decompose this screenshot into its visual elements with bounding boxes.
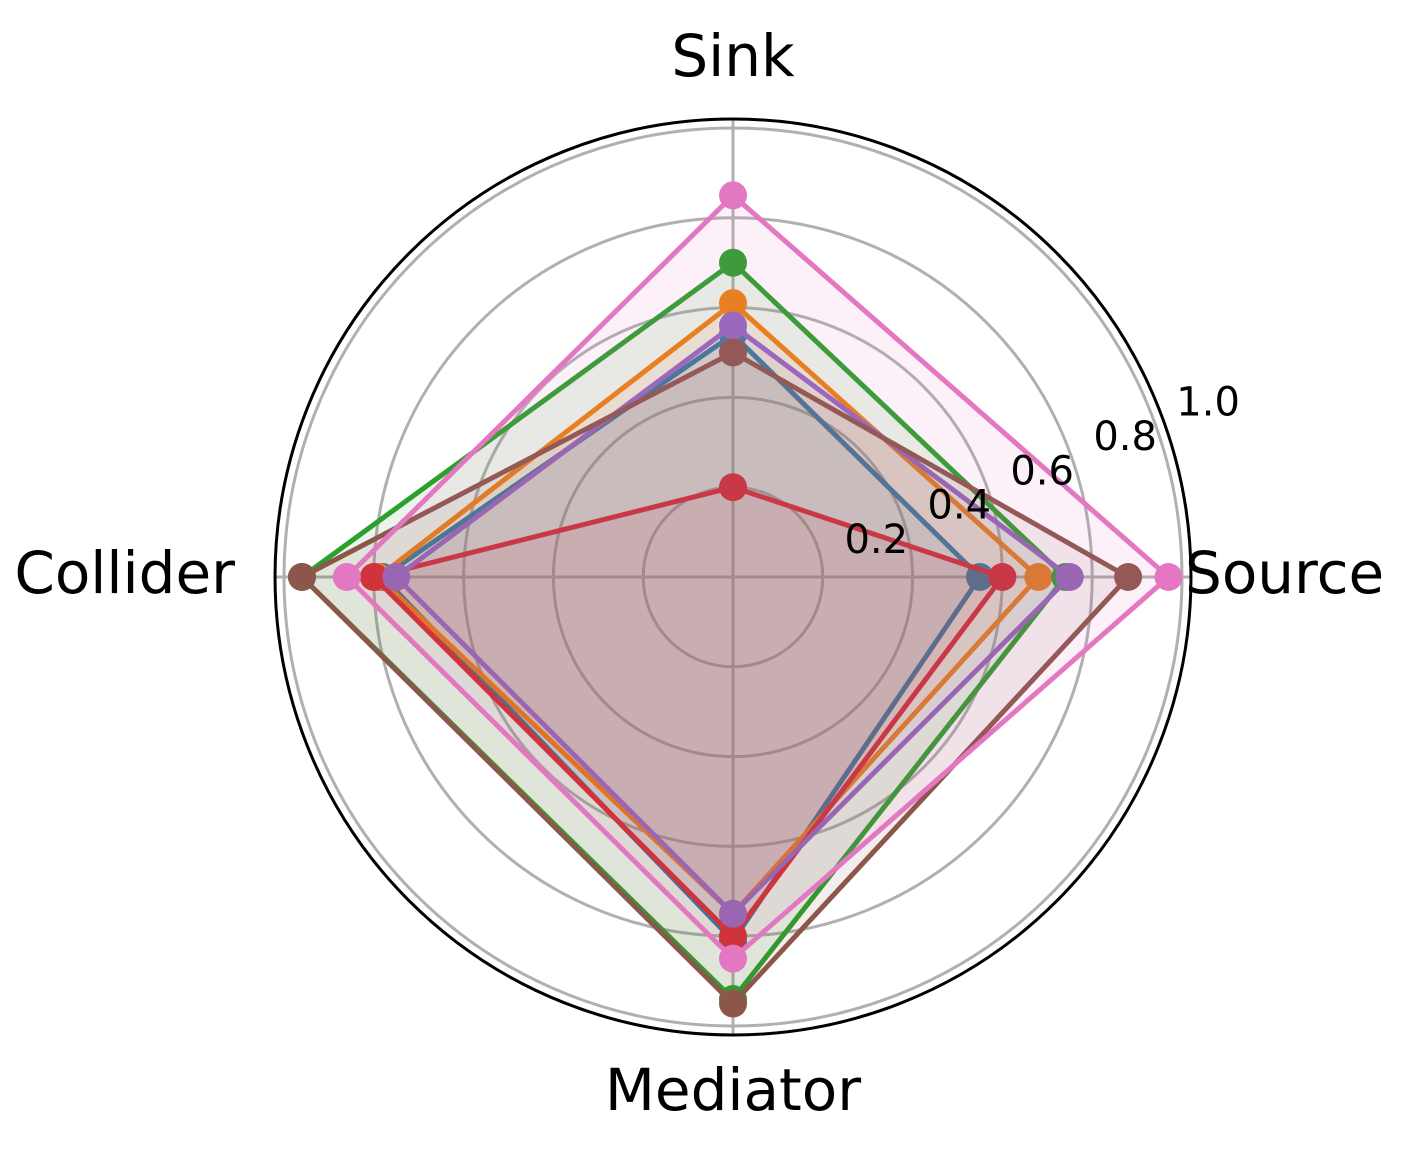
data-point — [719, 289, 747, 318]
data-point — [719, 473, 747, 502]
data-point — [287, 563, 316, 591]
data-point — [1024, 563, 1053, 591]
axis-label-sink: Sink — [671, 22, 795, 90]
data-point — [719, 181, 747, 210]
radial-tick-label: 0.4 — [927, 483, 991, 529]
data-point — [332, 563, 361, 591]
series-5 — [382, 311, 1084, 928]
series-fill — [378, 303, 1039, 914]
data-point — [719, 311, 747, 340]
data-point — [1154, 563, 1183, 591]
data-point — [719, 338, 747, 367]
series-4 — [359, 473, 1017, 951]
series-fill — [373, 487, 1003, 937]
data-point — [719, 899, 747, 928]
axis-label-mediator: Mediator — [605, 1056, 861, 1124]
series-fill — [301, 352, 1129, 1004]
data-point — [1114, 563, 1143, 591]
axis-label-collider: Collider — [14, 539, 235, 607]
series-fill — [382, 334, 980, 941]
data-point — [719, 989, 747, 1018]
radial-tick-label: 1.0 — [1176, 380, 1240, 426]
data-point — [988, 563, 1017, 591]
data-point — [719, 944, 747, 973]
series-fill — [301, 262, 1066, 1000]
series-fill — [396, 325, 1070, 914]
series-6 — [287, 338, 1143, 1018]
radial-tick-label: 0.8 — [1093, 414, 1157, 460]
data-point — [382, 563, 411, 591]
radar-series — [287, 181, 1183, 1018]
series-fill — [346, 195, 1169, 959]
data-point — [719, 922, 747, 951]
axis-label-source: Source — [1185, 539, 1384, 607]
data-point — [1055, 563, 1084, 591]
data-point — [359, 563, 388, 591]
series-7 — [332, 181, 1183, 973]
polar-frame — [273, 117, 1193, 1037]
data-point — [719, 248, 747, 277]
radial-tick-label: 0.6 — [1010, 448, 1074, 494]
radial-tick-label: 0.2 — [844, 517, 908, 563]
